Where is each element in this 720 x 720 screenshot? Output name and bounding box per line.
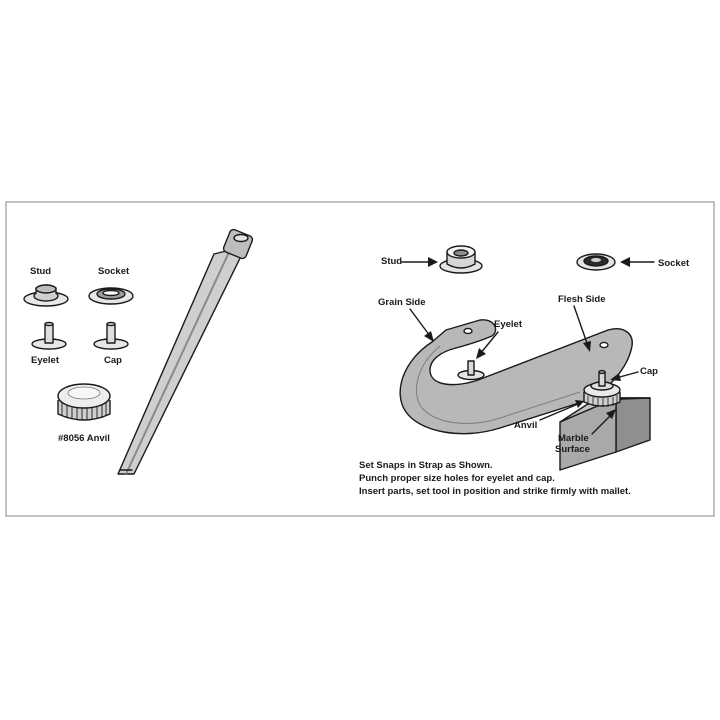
left-panel: Stud Socket Eyelet Cap	[23, 228, 254, 475]
instruction-line: Set Snaps in Strap as Shown.	[359, 460, 493, 471]
arrow-cap-right	[610, 371, 639, 381]
arrow-stud-right	[401, 257, 438, 267]
instruction-line: Insert parts, set tool in position and s…	[359, 486, 631, 497]
eyelet-part-right	[457, 360, 485, 381]
socket-part-right	[576, 253, 616, 271]
arrow-flesh-side	[573, 305, 591, 352]
label-grain-side: Grain Side	[378, 297, 426, 308]
arrow-socket-right	[620, 257, 655, 267]
arrow-eyelet-right	[476, 331, 499, 359]
label-anvil-right: Anvil	[514, 420, 537, 431]
label-socket-left: Socket	[98, 266, 130, 277]
arrow-marble-surface	[591, 409, 616, 435]
instruction-line: Punch proper size holes for eyelet and c…	[359, 473, 555, 484]
stud-part-right	[439, 245, 483, 274]
leather-strap	[399, 319, 633, 435]
marble-block	[559, 397, 651, 471]
label-flesh-side: Flesh Side	[558, 294, 606, 305]
instructions: Set Snaps in Strap as Shown. Punch prope…	[359, 460, 631, 497]
label-cap-left: Cap	[104, 355, 122, 366]
label-cap-right: Cap	[640, 366, 658, 377]
arrow-anvil-right	[539, 400, 584, 421]
right-panel: Stud Socket	[359, 245, 690, 497]
arrow-grain-side	[409, 308, 434, 342]
label-stud-right: Stud	[381, 256, 402, 267]
label-anvil-left: #8056 Anvil	[58, 433, 110, 444]
label-eyelet-left: Eyelet	[31, 355, 60, 366]
label-marble-line1: Marble	[558, 433, 589, 444]
stud-part-left	[23, 284, 69, 307]
label-stud-left: Stud	[30, 266, 51, 277]
cap-part-right	[590, 369, 614, 391]
label-eyelet-right: Eyelet	[494, 319, 523, 330]
setter-tool	[117, 228, 254, 475]
socket-part-left	[88, 287, 134, 305]
anvil-part-left	[57, 383, 111, 421]
cap-part-left	[93, 321, 129, 350]
label-socket-right: Socket	[658, 258, 690, 269]
eyelet-part-left	[31, 321, 67, 350]
label-marble-line2: Surface	[555, 444, 590, 455]
